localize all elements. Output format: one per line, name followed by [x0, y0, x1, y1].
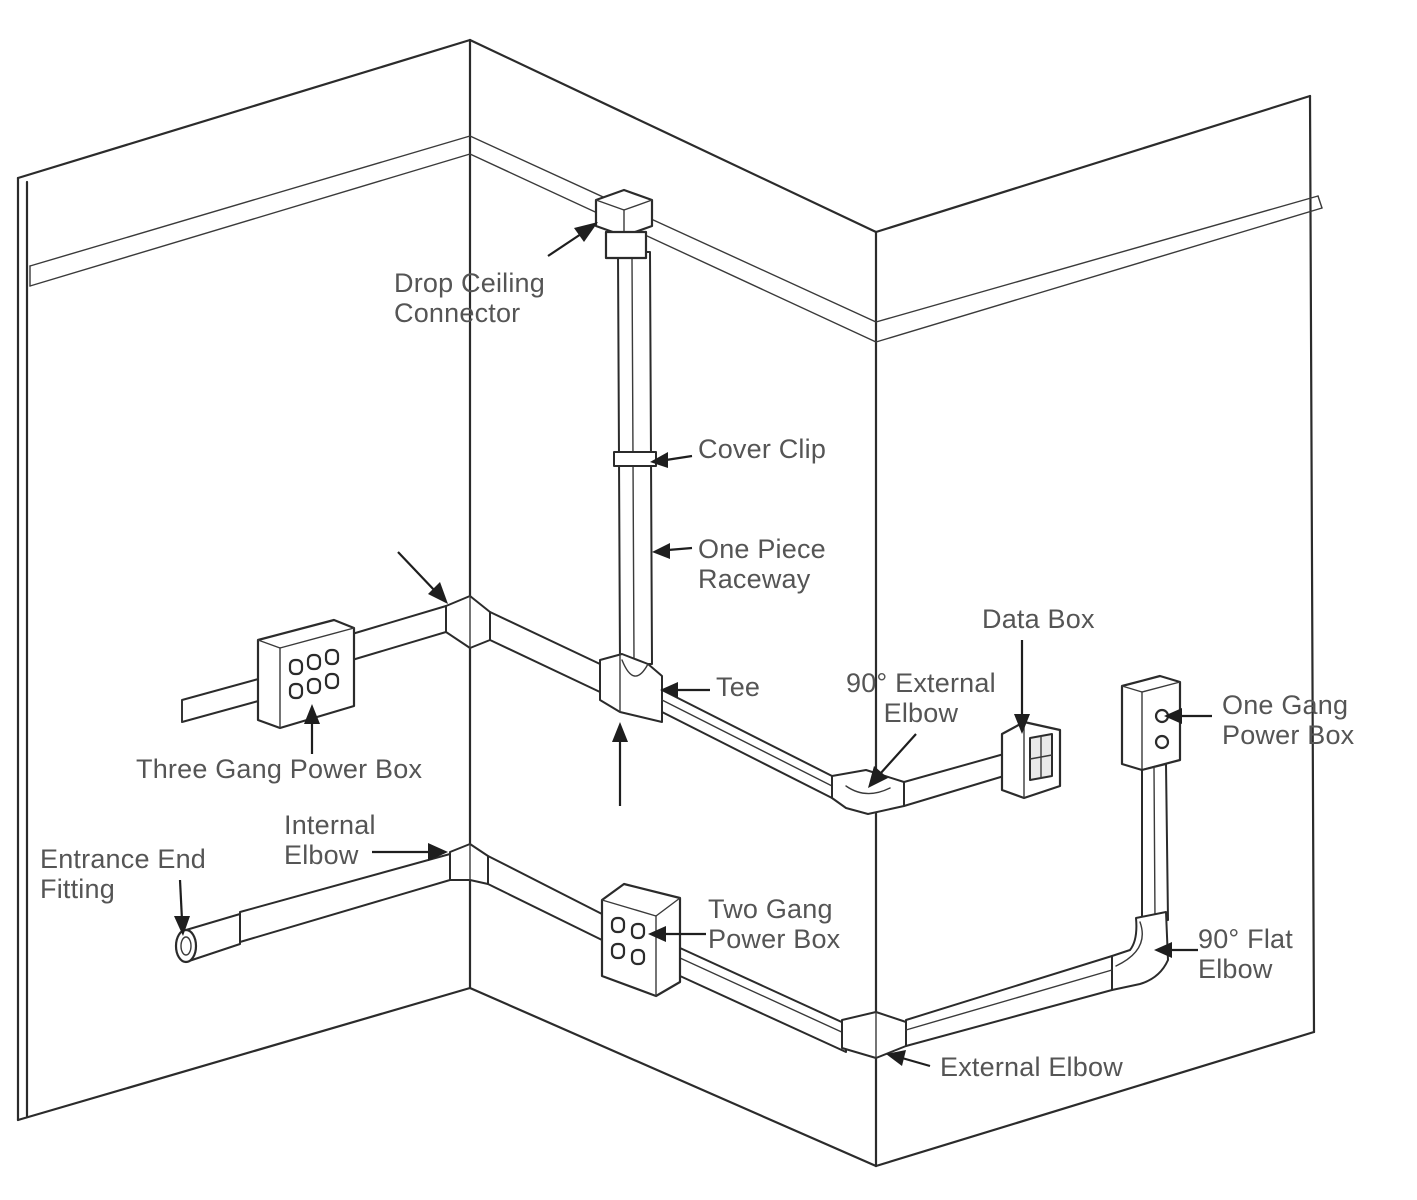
flat-elbow-90-arrow: [1154, 942, 1198, 958]
tee-up-arrow: [612, 722, 628, 806]
right-vertical-raceway: [1141, 763, 1169, 923]
one-piece-raceway-label: One Piece Raceway: [698, 534, 826, 594]
drop-ceiling-connector-label-line1: Drop Ceiling: [394, 268, 545, 298]
one-gang-power-box-arrow: [1164, 708, 1212, 724]
two-gang-power-box-label-line1: Two Gang: [708, 894, 833, 924]
one-gang-power-box-label-line1: One Gang: [1222, 690, 1349, 720]
two-gang-power-box-shape: [600, 882, 682, 998]
one-piece-raceway-label-line1: One Piece: [698, 534, 826, 564]
tee-label: Tee: [716, 672, 761, 702]
internal-elbow-label: Internal Elbow: [284, 810, 376, 870]
flat-elbow-90-shape: [1111, 911, 1169, 991]
flat-elbow-90-label-line1: 90° Flat: [1198, 924, 1293, 954]
external-elbow-90-label-line2: Elbow: [883, 698, 959, 728]
drop-ceiling-connector-arrow: [547, 222, 598, 257]
external-elbow-90-label-line1: 90° External: [846, 668, 996, 698]
flat-elbow-90-label: 90° Flat Elbow: [1198, 924, 1293, 984]
internal-corner-arrow: [397, 551, 448, 604]
entrance-end-fitting-label-line1: Entrance End: [40, 844, 207, 874]
data-box-shape: [1000, 720, 1062, 800]
one-piece-raceway-vertical: [613, 251, 657, 665]
one-piece-raceway-arrow: [652, 543, 693, 559]
bottom-raceway-run: [174, 843, 1113, 1059]
flat-elbow-90-label-line2: Elbow: [1198, 954, 1273, 984]
leader-arrows: [174, 222, 1212, 1068]
entrance-end-fitting-label: Entrance End Fitting: [40, 844, 206, 904]
drop-ceiling-connector-label-line2: Connector: [394, 298, 521, 328]
external-elbow-90-arrow: [868, 733, 917, 788]
walls: [16, 38, 1323, 1168]
internal-elbow-label-line1: Internal: [284, 810, 376, 840]
two-gang-power-box-label: Two Gang Power Box: [708, 894, 840, 954]
drop-ceiling-connector: [594, 188, 654, 260]
entrance-end-fitting-label-line2: Fitting: [40, 874, 115, 904]
one-gang-power-box-label: One Gang Power Box: [1222, 690, 1354, 750]
one-gang-power-box-shape: [1120, 674, 1182, 772]
data-box-arrow: [1014, 640, 1030, 734]
external-elbow-90-label: 90° External Elbow: [846, 668, 996, 728]
three-gang-power-box-shape: [256, 618, 356, 730]
three-gang-outlets: [288, 648, 340, 700]
middle-raceway-run: [181, 595, 1005, 815]
internal-elbow-arrow: [372, 843, 448, 861]
drop-ceiling-connector-label: Drop Ceiling Connector: [394, 268, 545, 328]
external-elbow-label: External Elbow: [940, 1052, 1123, 1082]
internal-elbow-label-line2: Elbow: [284, 840, 359, 870]
data-box-label: Data Box: [982, 604, 1095, 634]
cover-clip-arrow: [650, 452, 693, 468]
three-gang-power-box-arrow: [304, 704, 320, 754]
two-gang-power-box-label-line2: Power Box: [708, 924, 841, 954]
entrance-end-fitting-arrow: [174, 879, 190, 936]
one-piece-raceway-label-line2: Raceway: [698, 564, 811, 594]
cover-clip-label: Cover Clip: [698, 434, 827, 464]
one-gang-power-box-label-line2: Power Box: [1222, 720, 1355, 750]
three-gang-power-box-label: Three Gang Power Box: [136, 754, 423, 784]
two-gang-power-box-arrow: [648, 926, 706, 942]
external-elbow-arrow: [886, 1050, 931, 1068]
tee-arrow: [660, 682, 710, 698]
